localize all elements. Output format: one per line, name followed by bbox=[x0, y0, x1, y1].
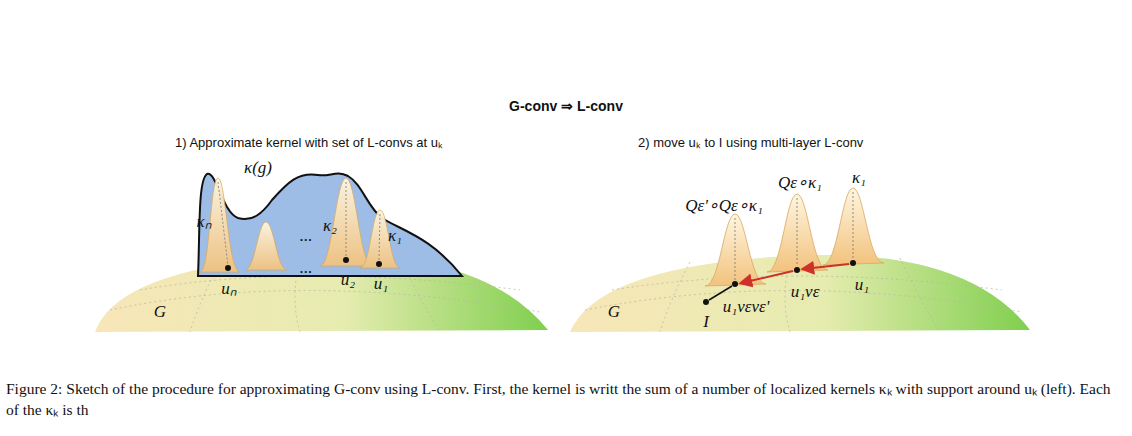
kernel-label: κ₁ bbox=[852, 169, 866, 188]
kernel-curve bbox=[198, 174, 462, 276]
kernel-label: κ₁ bbox=[388, 227, 402, 246]
kernel-centers bbox=[218, 182, 380, 266]
point-label: I bbox=[703, 313, 709, 332]
figure-caption: Figure 2: Sketch of the procedure for ap… bbox=[6, 378, 1126, 420]
panel-heading: 1) Approximate kernel with set of L-conv… bbox=[175, 136, 443, 150]
point-label: u₂ bbox=[341, 271, 355, 290]
ellipsis: ... bbox=[300, 259, 313, 278]
point-label: uₙ bbox=[221, 280, 237, 299]
point-label: u₁ bbox=[855, 276, 869, 295]
point-label: u₁ bbox=[374, 275, 388, 294]
ellipsis: ... bbox=[300, 227, 313, 246]
point-label: u₁vε bbox=[791, 283, 820, 302]
group-label: G bbox=[608, 303, 620, 322]
kernel-label: κ₂ bbox=[323, 217, 337, 236]
figure-title: G-conv ⇒ L-conv bbox=[509, 99, 623, 114]
kernel-label: Qε∘κ₁ bbox=[778, 174, 822, 193]
kernel-label: κ(g) bbox=[244, 159, 272, 178]
kernel-label: Qε'∘Qε∘κ₁ bbox=[685, 197, 763, 216]
kernel-label: κₙ bbox=[196, 213, 211, 232]
transport-arrows bbox=[741, 264, 849, 283]
panel-heading: 2) move uₖ to I using multi-layer L-conv bbox=[638, 136, 863, 150]
group-label: G bbox=[154, 303, 166, 322]
point-label: u₁vεvε' bbox=[723, 298, 770, 317]
